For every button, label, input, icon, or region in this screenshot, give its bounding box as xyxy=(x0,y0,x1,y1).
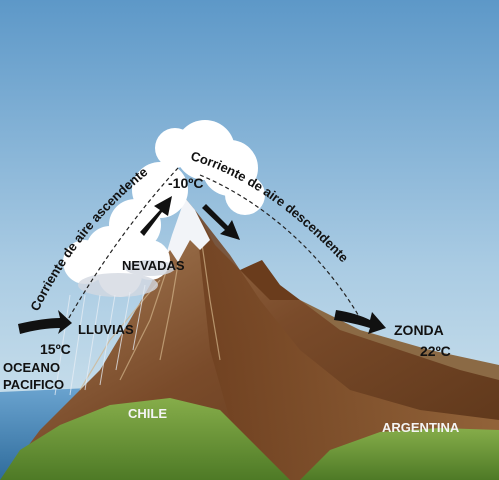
snow-cap xyxy=(165,198,210,262)
rising-arrow xyxy=(140,196,172,236)
label-zonda: ZONDA xyxy=(394,322,444,338)
ocean-wind-arrow xyxy=(18,310,72,334)
argentina-plain xyxy=(300,428,499,480)
descending-arrow xyxy=(202,204,240,240)
label-temp-zonda: 22ºC xyxy=(420,343,451,359)
label-ocean-1: OCEANO xyxy=(3,360,60,375)
label-temp-ocean: 15ºC xyxy=(40,341,71,357)
rain xyxy=(54,284,146,396)
secondary-peak xyxy=(240,260,300,300)
label-rains: LLUVIAS xyxy=(78,322,134,337)
chile-foothills xyxy=(0,398,290,480)
wind-arrows xyxy=(18,196,386,334)
label-temp-top: -10ºC xyxy=(168,175,203,191)
zonda-arrow xyxy=(334,310,386,334)
descending-path xyxy=(199,174,361,319)
ascending-path xyxy=(61,167,179,331)
label-snowy: NEVADAS xyxy=(122,258,185,273)
cloud-shade xyxy=(78,260,175,297)
label-ocean-2: PACIFICO xyxy=(3,377,64,392)
label-chile: CHILE xyxy=(128,406,167,421)
label-argentina: ARGENTINA xyxy=(382,420,460,435)
mountain-shadow-ridge xyxy=(195,210,499,480)
